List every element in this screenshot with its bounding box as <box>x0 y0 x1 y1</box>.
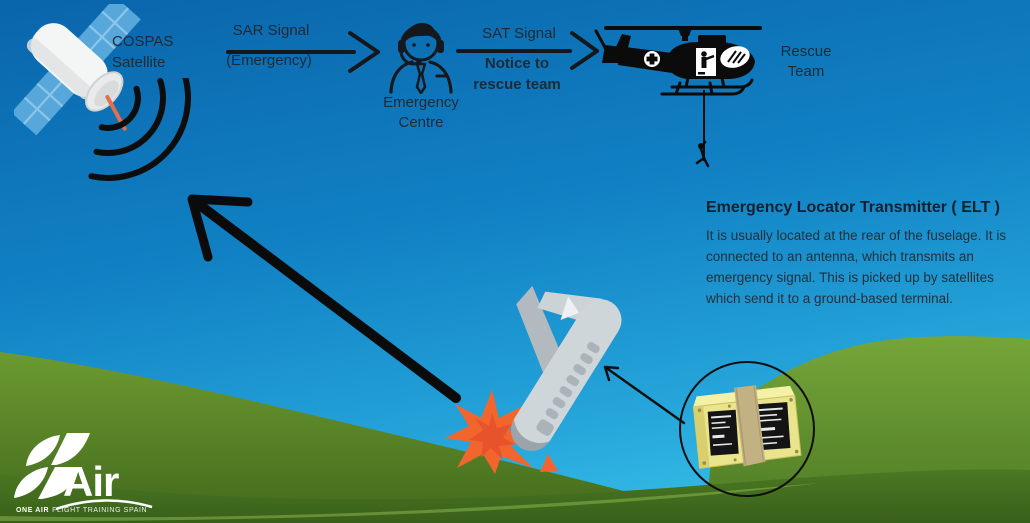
sar-signal-label: SAR Signal <box>232 22 310 39</box>
sar-emergency-label: (Emergency) <box>226 52 312 69</box>
logo-tagline-rest: FLIGHT TRAINING SPAIN <box>52 507 148 514</box>
satellite-label-line1: COSPAS <box>112 33 174 50</box>
rescuer-on-rope <box>695 140 710 168</box>
crashed-plane-icon <box>445 285 622 474</box>
elt-callout-circle <box>679 361 815 497</box>
satellite-label-line2: Satellite <box>112 54 166 71</box>
elt-pointer-arrow-icon <box>603 365 686 425</box>
nose-cone <box>511 419 550 452</box>
wing <box>516 285 561 376</box>
sat-arrow-icon <box>456 31 599 70</box>
tie <box>415 62 427 94</box>
one-air-logo <box>14 433 153 511</box>
left-hill <box>0 352 742 523</box>
headset-earcup <box>398 40 405 53</box>
sar-arrow-icon <box>226 31 380 73</box>
emergency-centre-label: Emergency Centre <box>383 94 459 131</box>
elt-description: It is usually located at the rear of the… <box>706 228 1007 306</box>
elt-strap <box>734 385 766 467</box>
headset-band <box>400 24 442 41</box>
shoulders <box>389 60 414 94</box>
elt-device-image <box>692 385 802 469</box>
satellite-icon <box>14 4 141 136</box>
helicopter-icon <box>594 26 762 168</box>
engine <box>698 35 726 44</box>
windows <box>536 342 600 436</box>
sat-signal-label: SAT Signal <box>482 25 556 42</box>
satellite-label: COSPAS Satellite <box>112 31 173 73</box>
logo-brand: Air <box>63 458 119 505</box>
notice-label: Notice to rescue team <box>473 55 561 93</box>
logo-swoosh <box>55 499 153 511</box>
windshield <box>720 46 750 68</box>
cabin-door <box>696 48 716 76</box>
hill-highlight <box>0 483 820 522</box>
satellite-body <box>26 23 127 131</box>
fuselage <box>511 299 622 450</box>
door <box>536 419 554 436</box>
radio-waves-icon <box>88 78 191 181</box>
explosion-icon <box>445 390 558 474</box>
airplane <box>511 285 622 452</box>
elt-title: Emergency Locator Transmitter ( ELT ) <box>706 199 1000 216</box>
stabilizer <box>560 296 580 320</box>
distress-signal-arrow-icon <box>187 194 461 403</box>
elt-info-block: Emergency Locator Transmitter ( ELT ) It… <box>706 199 1028 309</box>
rescue-team-label: Rescue Team <box>780 43 832 80</box>
emergency-centre-icon <box>389 23 453 94</box>
landing-skids <box>660 76 754 96</box>
logo-tagline-brand: ONE AIR <box>16 507 50 514</box>
